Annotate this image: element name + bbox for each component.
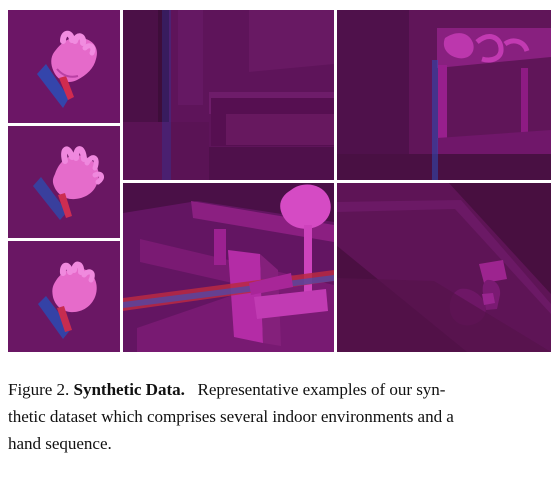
figure-caption: Figure 2. Synthetic Data. Representative… — [8, 376, 551, 457]
figure-label: Figure 2. — [8, 380, 70, 399]
figure-title: Synthetic Data. — [73, 380, 185, 399]
indoor-render-3 — [123, 183, 334, 352]
indoor-render-2 — [337, 10, 551, 180]
caption-line-3: hand sequence. — [8, 434, 112, 453]
indoor-render-4 — [337, 183, 551, 352]
indoor-render-1 — [123, 10, 334, 180]
caption-text-1: Representative examples of our syn- — [197, 380, 446, 399]
caption-line-2: thetic dataset which comprises several i… — [8, 407, 454, 426]
hand-render-3 — [8, 241, 120, 352]
hand-render-2 — [8, 126, 120, 238]
synthetic-data-figure — [8, 10, 551, 352]
caption-line-1: Figure 2. Synthetic Data. Representative… — [8, 376, 551, 403]
hand-render-1 — [8, 10, 120, 123]
